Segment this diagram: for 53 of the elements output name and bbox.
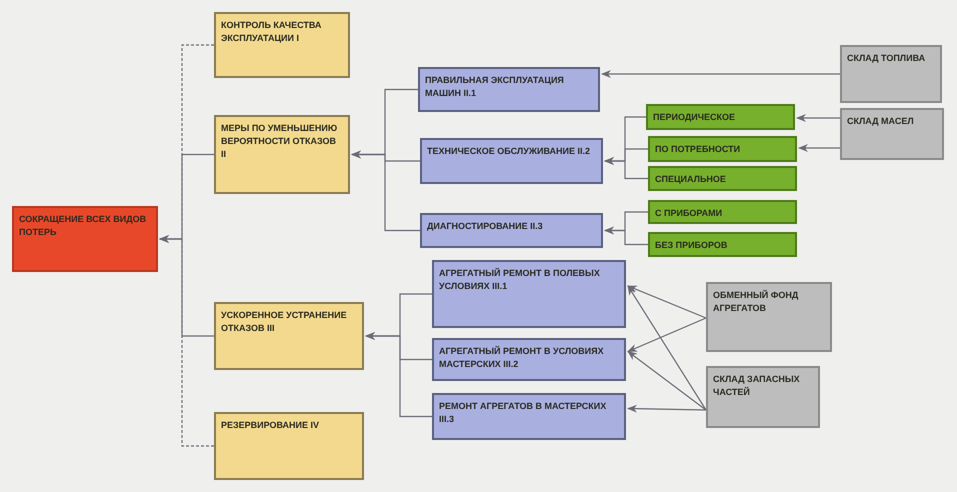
box-label: ТЕХНИЧЕСКОЕ ОБСЛУЖИВАНИЕ II.2 [427, 145, 591, 158]
arrow [798, 144, 840, 152]
process-box [420, 138, 603, 184]
arrow [627, 350, 706, 410]
box-label: ПРАВИЛЬНАЯ ЭКСПЛУАТАЦИЯ МАШИН II.1 [425, 74, 565, 100]
process-box [706, 366, 820, 428]
process-box [840, 108, 944, 160]
arrow [365, 332, 432, 418]
process-box [214, 302, 364, 370]
process-box [648, 232, 797, 257]
box-label: БЕЗ ПРИБОРОВ [655, 239, 728, 252]
process-box [214, 115, 350, 194]
box-label: ДИАГНОСТИРОВАНИЕ II.3 [427, 220, 544, 233]
box-label: СКЛАД ТОПЛИВА [847, 52, 926, 65]
box-label: АГРЕГАТНЫЙ РЕМОНТ В УСЛОВИЯХ МАСТЕРСКИХ III.2 [439, 345, 605, 371]
process-box [420, 213, 603, 248]
box-label: АГРЕГАТНЫЙ РЕМОНТ В ПОЛЕВЫХ УСЛОВИЯХ III.1 [439, 267, 601, 293]
box-label: СПЕЦИАЛЬНОЕ [655, 173, 727, 186]
box-label: РЕМОНТ АГРЕГАТОВ В МАСТЕРСКИХ III.3 [439, 400, 608, 426]
arrow [796, 114, 840, 122]
arrow [627, 285, 706, 410]
box-label: МЕРЫ ПО УМЕНЬШЕНИЮ ВЕРОЯТНОСТИ ОТКАЗОВ II [221, 122, 338, 161]
process-box [432, 260, 626, 328]
process-box [418, 67, 600, 112]
box-label: С ПРИБОРАМИ [655, 207, 724, 220]
box-label: СОКРАЩЕНИЕ ВСЕХ ВИДОВ ПОТЕРЬ [19, 213, 148, 239]
process-box [706, 282, 832, 352]
process-box [646, 104, 795, 130]
box-label: СКЛАД ЗАПАСНЫХ ЧАСТЕЙ [713, 373, 801, 399]
box-label: СКЛАД МАСЕЛ [847, 115, 915, 128]
box-label: УСКОРЕННОЕ УСТРАНЕНИЕ ОТКАЗОВ III [221, 309, 348, 335]
box-label: ОБМЕННЫЙ ФОНД АГРЕГАТОВ [713, 289, 800, 315]
arrow [627, 285, 706, 319]
process-box [648, 136, 797, 162]
arrow [627, 404, 706, 413]
process-box [214, 12, 350, 78]
arrow [159, 235, 214, 447]
box-label: РЕЗЕРВИРОВАНИЕ IV [221, 419, 320, 432]
process-box [432, 393, 626, 440]
arrow [604, 226, 648, 246]
box-label: КОНТРОЛЬ КАЧЕСТВА ЭКСПЛУАТАЦИИ I [221, 19, 322, 45]
process-box [648, 200, 797, 224]
process-box [648, 166, 797, 191]
process-box [432, 338, 626, 381]
arrow [351, 150, 420, 232]
box-label: ПЕРИОДИЧЕСКОЕ [653, 111, 736, 124]
process-box [214, 412, 364, 480]
arrow [604, 157, 648, 180]
process-box [12, 206, 158, 272]
process-box [840, 45, 942, 103]
box-label: ПО ПОТРЕБНОСТИ [655, 143, 742, 156]
arrow [601, 70, 840, 78]
arrow [627, 317, 706, 352]
